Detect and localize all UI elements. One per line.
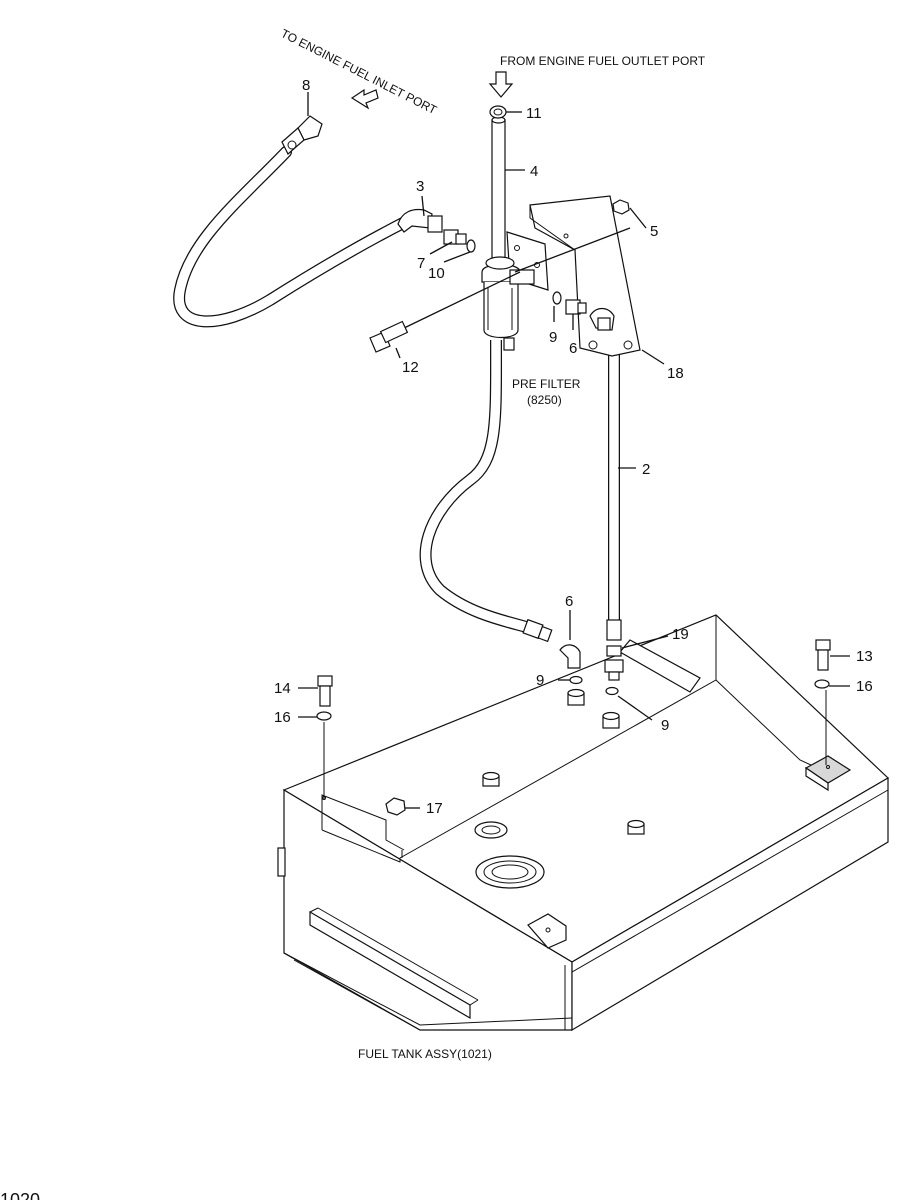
callout-19: 19 — [672, 626, 689, 643]
fuel-tank — [277, 614, 889, 1032]
callout-9-left: 9 — [536, 672, 544, 689]
callout-6-lower: 6 — [565, 593, 573, 610]
elbow-fitting-3 — [397, 208, 443, 233]
caption-pre-filter-ref: (8250) — [527, 393, 562, 407]
elbow-fitting-6-lower — [559, 644, 581, 669]
callout-10: 10 — [428, 265, 445, 282]
hose-lower — [419, 339, 532, 634]
caption-pre-filter: PRE FILTER — [512, 377, 581, 391]
callout-9-right: 9 — [661, 717, 669, 734]
adaptor-19 — [604, 645, 624, 681]
hose-clamp-11 — [489, 105, 507, 119]
callout-16-left: 16 — [274, 709, 291, 726]
callout-5: 5 — [650, 223, 658, 240]
callout-4: 4 — [530, 163, 538, 180]
nut-17 — [385, 797, 406, 816]
washer-16-right — [814, 679, 830, 689]
leader-lines — [298, 92, 850, 809]
callout-13: 13 — [856, 648, 873, 665]
callout-18: 18 — [667, 365, 684, 382]
bolt-12 — [369, 271, 521, 353]
o-ring-9-right — [605, 686, 619, 696]
washer-16-left — [316, 711, 332, 721]
caption-to-engine-inlet: TO ENGINE FUEL INLET PORT — [279, 26, 440, 117]
callout-14: 14 — [274, 680, 291, 697]
callout-6-upper: 6 — [569, 340, 577, 357]
callout-16-right: 16 — [856, 678, 873, 695]
arrow-down-icon — [488, 71, 514, 98]
callout-3: 3 — [416, 178, 424, 195]
callout-7: 7 — [417, 255, 425, 272]
page-number: 1020 — [0, 1190, 40, 1200]
callout-9-upper: 9 — [549, 329, 557, 346]
callout-17: 17 — [426, 800, 443, 817]
bolt-14 — [317, 675, 333, 707]
caption-from-engine-outlet: FROM ENGINE FUEL OUTLET PORT — [500, 54, 706, 68]
nut-5 — [612, 199, 630, 215]
arrow-left-icon — [350, 88, 379, 110]
adaptor-7 — [443, 229, 467, 245]
pipe-4 — [491, 116, 506, 261]
callout-8: 8 — [302, 77, 310, 94]
callout-11: 11 — [526, 105, 542, 122]
adaptor-6-upper — [565, 299, 587, 315]
hose-3 — [173, 146, 411, 328]
o-ring-9-upper — [552, 291, 562, 305]
hose-end-fitting — [522, 618, 553, 643]
callout-2: 2 — [642, 461, 650, 478]
bolt-13 — [815, 639, 831, 671]
pipe-2 — [600, 320, 622, 641]
elbow-fitting-8 — [281, 115, 323, 155]
caption-fuel-tank: FUEL TANK ASSY(1021) — [358, 1047, 492, 1061]
callout-12: 12 — [402, 359, 419, 376]
o-ring-9-left — [569, 675, 583, 685]
o-ring-10 — [466, 239, 476, 253]
elbow-pipe-2 — [589, 307, 615, 331]
